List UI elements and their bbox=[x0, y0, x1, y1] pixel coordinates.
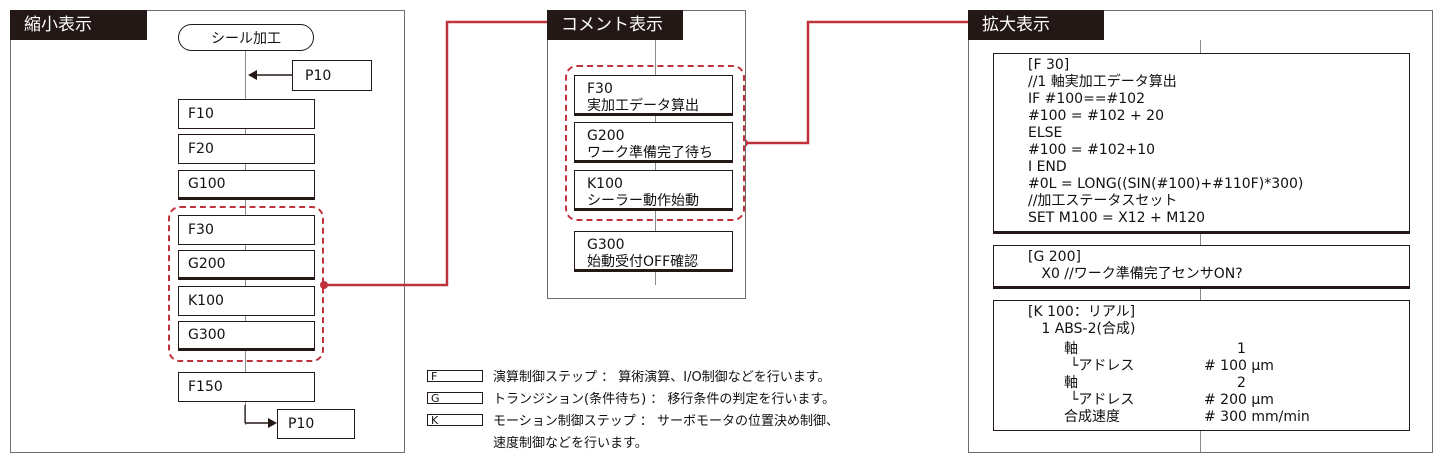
legend-text: 演算制御ステップ ： 算術演算、I/O制御などを行います。 bbox=[493, 370, 831, 385]
legend-item: 速度制御などを行います。 bbox=[427, 432, 648, 451]
legend-item: G トランジション(条件待ち) ： 移行条件の判定を行います。 bbox=[427, 388, 835, 407]
param-key: └アドレス bbox=[1070, 358, 1135, 374]
code-line: ELSE bbox=[1028, 125, 1063, 141]
flow-step-box: F20 bbox=[178, 134, 315, 164]
program-start-label: シール加工 bbox=[178, 24, 314, 51]
code-line: #0L = LONG((SIN(#100)+#110F)*300) bbox=[1028, 176, 1304, 192]
reduced-view-title: 縮小表示 bbox=[10, 10, 147, 40]
flow-line bbox=[1200, 430, 1201, 452]
step-comment-label: 始動受付OFF確認 bbox=[587, 254, 699, 270]
jump-in-arrow bbox=[248, 70, 292, 80]
jump-in-label: P10 bbox=[292, 60, 372, 91]
code-line: X0 //ワーク準備完了センサON? bbox=[1028, 266, 1243, 282]
code-line: //1 軸実加工データ算出 bbox=[1028, 74, 1177, 90]
flow-step-box: K100 bbox=[178, 286, 315, 316]
legend-item: K モーション制御ステップ ： サーボモータの位置決め制御、 bbox=[427, 410, 839, 429]
legend-key: F bbox=[427, 369, 483, 382]
code-line: I END bbox=[1028, 159, 1067, 175]
flow-step-box: G100 bbox=[178, 170, 315, 200]
step-comment-label: 実加工データ算出 bbox=[587, 98, 699, 114]
param-key: └アドレス bbox=[1070, 392, 1135, 408]
flow-step-box: G200 bbox=[178, 250, 315, 280]
code-line: SET M100 = X12 + M120 bbox=[1028, 210, 1206, 226]
code-line: //加工ステータスセット bbox=[1028, 193, 1178, 209]
param-value: # 300 mm/min bbox=[1204, 409, 1310, 425]
code-line: IF #100==#102 bbox=[1028, 91, 1145, 107]
selection-highlight-middle bbox=[565, 65, 745, 221]
legend-text: トランジション(条件待ち) ： 移行条件の判定を行います。 bbox=[493, 392, 836, 407]
jump-out-label: P10 bbox=[277, 409, 355, 439]
param-value: # 100 μm bbox=[1204, 358, 1274, 374]
param-key: 軸 bbox=[1064, 341, 1078, 357]
flow-step-box: G300 bbox=[178, 321, 315, 351]
legend-item: F 演算制御ステップ ： 算術演算、I/O制御などを行います。 bbox=[427, 366, 830, 385]
param-value: 1 bbox=[1237, 341, 1246, 357]
flow-line bbox=[1200, 288, 1201, 300]
code-line: [F 30] bbox=[1028, 57, 1070, 73]
code-line: [K 100：リアル] bbox=[1028, 304, 1136, 320]
flow-step-box: F150 bbox=[178, 372, 315, 402]
legend-text: 速度制御などを行います。 bbox=[493, 436, 648, 451]
expanded-view-title: 拡大表示 bbox=[968, 10, 1104, 40]
step-code-k100: [K 100：リアル] 1 ABS-2(合成) 軸 1 └アドレス # 100 μm 軸 2… bbox=[993, 300, 1410, 431]
code-line: #100 = #102+10 bbox=[1028, 142, 1156, 158]
flow-step-box: F30 bbox=[178, 215, 315, 245]
code-line: [G 200] bbox=[1028, 249, 1081, 265]
step-comment-label: ワーク準備完了待ち bbox=[587, 145, 713, 161]
param-value: 2 bbox=[1237, 375, 1246, 391]
code-line: 1 ABS-2(合成) bbox=[1028, 321, 1136, 337]
param-value: # 200 μm bbox=[1204, 392, 1274, 408]
jump-out-arrow bbox=[244, 405, 277, 428]
param-key: 軸 bbox=[1064, 375, 1078, 391]
step-code-g200: [G 200] X0 //ワーク準備完了センサON? bbox=[993, 245, 1410, 289]
step-id-label: K100 bbox=[587, 176, 623, 192]
param-key: 合成速度 bbox=[1064, 409, 1120, 425]
comment-view-title: コメント表示 bbox=[547, 10, 683, 40]
legend-text: モーション制御ステップ ： サーボモータの位置決め制御、 bbox=[493, 414, 840, 429]
flow-step-box: F10 bbox=[178, 99, 315, 129]
step-id-label: F30 bbox=[587, 81, 613, 97]
flow-line bbox=[1200, 40, 1201, 53]
step-id-label: G200 bbox=[587, 128, 625, 144]
legend-key: K bbox=[427, 413, 483, 426]
step-id-label: G300 bbox=[587, 237, 625, 253]
legend-key: G bbox=[427, 391, 483, 404]
step-comment-label: シーラー動作始動 bbox=[587, 193, 699, 209]
flow-line bbox=[1200, 232, 1201, 245]
code-line: #100 = #102 + 20 bbox=[1028, 108, 1164, 124]
